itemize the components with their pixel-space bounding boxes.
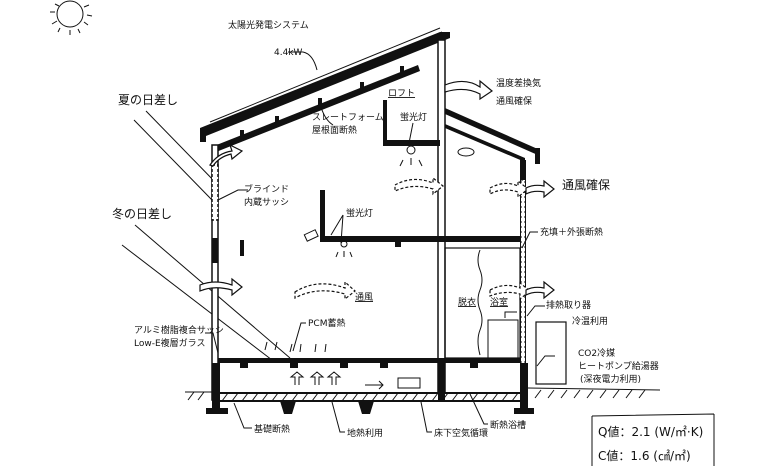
- ground-line: [185, 387, 661, 401]
- heat-pump-label-1: CO2冷媒: [578, 347, 615, 359]
- foundation: [206, 363, 534, 414]
- foundation-insulation-label: 基礎断熱: [254, 423, 290, 435]
- geothermal-label: 地熱利用: [347, 427, 383, 439]
- winter-sun-label: 冬の日差し: [112, 206, 172, 221]
- first-floor: [218, 358, 520, 368]
- underfloor-air-label: 床下空気循環: [434, 427, 488, 439]
- heat-pump-unit: [535, 321, 567, 385]
- bathroom: [444, 247, 521, 359]
- loft-floor: [383, 100, 440, 146]
- performance-box: Q値：2.1 (W/㎡·K) C値：1.6 (㎠/㎡): [591, 413, 715, 466]
- bathtub-insulation-label: 断熱浴槽: [490, 419, 526, 431]
- heat-recovery-label-1: 排熱取り器: [546, 299, 591, 311]
- alu-sash-label-1: アルミ樹脂複合サッシ: [134, 324, 224, 336]
- roof-insulation-label-1: スレートフォーム: [312, 112, 384, 123]
- airflow-arrows: [199, 79, 555, 390]
- q-value: Q値：2.1 (W/㎡·K): [598, 424, 703, 439]
- light-icon: [303, 145, 475, 258]
- ventilation-label: 通風: [355, 292, 373, 303]
- bath-label: 浴室: [490, 296, 508, 308]
- second-floor: [320, 190, 520, 247]
- heat-recovery-label-2: 冷温利用: [572, 315, 608, 327]
- solar-pv-capacity: 4.4kW: [274, 48, 303, 58]
- alu-sash-label-2: Low-E複層ガラス: [134, 337, 205, 349]
- ventilation-secure-label: 通風確保: [562, 177, 610, 192]
- c-value: C値：1.6 (㎠/㎡): [598, 448, 691, 463]
- heat-pump-label-2: ヒートポンプ給湯器: [578, 360, 659, 372]
- fluorescent-light-label: 蛍光灯: [346, 207, 373, 219]
- stack-vent-label-1: 温度差換気: [496, 77, 541, 89]
- pcm-label: PCM蓄熱: [308, 317, 345, 329]
- summer-sun-rays: [133, 110, 219, 201]
- lower-roof: [445, 108, 540, 164]
- wall-insulation-label: 充填＋外張断熱: [540, 226, 603, 238]
- main-roof: [200, 27, 450, 152]
- blind-sash-label-2: 内蔵サッシ: [244, 196, 289, 208]
- blind-sash-label-1: ブラインド: [244, 183, 289, 195]
- sun-icon: [50, 0, 93, 35]
- loft-light-label: 蛍光灯: [400, 111, 427, 123]
- stack-vent-label-2: 通風確保: [496, 95, 532, 107]
- central-wall: [437, 39, 446, 401]
- heat-pump-label-3: (深夜電力利用): [580, 373, 641, 385]
- solar-pv-label: 太陽光発電システム: [228, 19, 309, 31]
- loft-label: ロフト: [388, 89, 415, 99]
- blind-sash: [211, 164, 219, 221]
- leader-lines: [205, 51, 555, 433]
- summer-sun-label: 夏の日差し: [118, 93, 178, 107]
- roof-insulation-label-2: 屋根面断熱: [312, 124, 357, 136]
- dressing-room-label: 脱衣: [458, 296, 476, 308]
